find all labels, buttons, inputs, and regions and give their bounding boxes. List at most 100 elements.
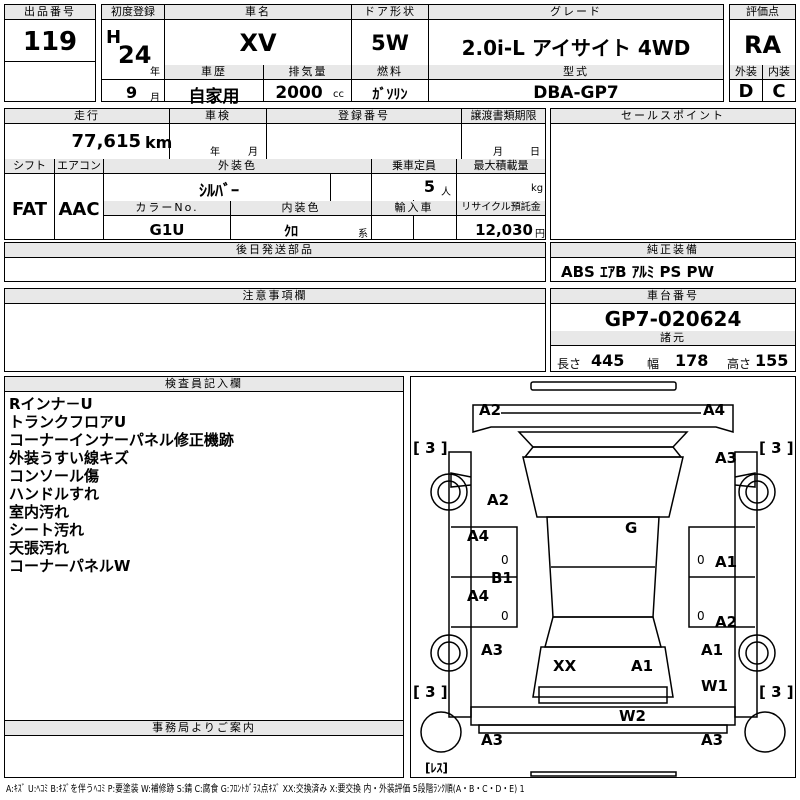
- mark-rear-glass: W1: [701, 677, 728, 695]
- rear-bumper: [470, 706, 736, 726]
- transfer-day-unit: 日: [530, 147, 540, 158]
- mark-bumper: W2: [619, 707, 646, 725]
- chassis-label: 車台番号: [551, 289, 795, 304]
- mark-fender-r: A3: [715, 449, 738, 467]
- first-reg-label: 初度登録: [102, 5, 164, 20]
- dimensions-label: 諸元: [551, 331, 795, 346]
- later-parts-box: 後日発送部品: [4, 242, 546, 282]
- hood: [522, 456, 684, 518]
- note-line: トランクフロアU: [9, 413, 127, 431]
- wheel-rl: [430, 634, 468, 672]
- month-unit: 月: [150, 93, 160, 104]
- lesu-mark: [ﾚｽ]: [425, 761, 448, 775]
- mark-tire-fr: [ 3 ]: [759, 439, 794, 457]
- ext-grade-label: 外装: [730, 65, 762, 80]
- inspection-label: 車検: [170, 109, 266, 124]
- left-side: [448, 451, 472, 718]
- capacity-value: 5: [423, 177, 435, 196]
- rear-plate-area: [538, 686, 668, 704]
- lot-box: 出品番号 119: [4, 4, 96, 102]
- note-line: 外装うすい線キズ: [9, 449, 130, 467]
- year-unit: 年: [150, 67, 160, 78]
- roof-rail-front: [530, 381, 677, 391]
- door-rr-mark: 0: [697, 609, 705, 623]
- max-load-label: 最大積載量: [457, 159, 545, 174]
- equipment-box: 純正装備 ABS ｴｱB ｱﾙﾐ PS PW: [550, 242, 796, 282]
- mark-tire-fl: [ 3 ]: [413, 439, 448, 457]
- aircon-value: AAC: [58, 199, 100, 220]
- mark-corner-r: A3: [701, 731, 724, 749]
- width-value: 178: [675, 351, 709, 370]
- hub-fr: [745, 480, 769, 504]
- fuel-value: ｶﾞｿﾘﾝ: [372, 87, 408, 103]
- mark-tire-rr: [ 3 ]: [759, 683, 794, 701]
- door-type: 5W: [371, 31, 409, 55]
- first-reg-box: 初度登録 H 24 年 9 月: [101, 4, 165, 104]
- grade-label: グレード: [429, 5, 723, 20]
- fuel-label: 燃料: [352, 65, 428, 80]
- transfer-month-unit: 月: [493, 147, 503, 158]
- note-line: 室内汚れ: [9, 503, 70, 521]
- hub-rl: [437, 641, 461, 665]
- trunk: [532, 646, 674, 698]
- chassis-box: 車台番号 GP7-020624 諸元 長さ 445 幅 178 高さ 155: [550, 288, 796, 372]
- aircon-label: エアコン: [55, 159, 103, 174]
- mark-qtr-r: A1: [701, 641, 724, 659]
- kg-unit: kg: [531, 183, 544, 194]
- shift-label: シフト: [5, 159, 54, 174]
- history-label: 車歴: [165, 65, 263, 80]
- spare-wheel: [420, 711, 462, 753]
- score-label: 評価点: [730, 5, 795, 20]
- mileage-value: 77,615: [71, 131, 141, 152]
- mileage-box: 走行 車検 登録番号 譲渡書類期限 77,615 km 年 月 月 日 シフト …: [4, 108, 546, 240]
- legend-text: A:ｷｽﾞ U:ﾍｺﾐ B:ｷｽﾞを伴うﾍｺﾐ P:要塗装 W:補修跡 S:錆 …: [6, 784, 525, 795]
- mark-pillar: B1: [491, 569, 513, 587]
- hood-edge: [517, 431, 689, 448]
- sales-point-box: セールスポイント: [550, 108, 796, 240]
- equipment-value: ABS ｴｱB ｱﾙﾐ PS PW: [561, 263, 715, 281]
- door-rl-mark: 0: [501, 609, 509, 623]
- note-line: コーナーインナーパネル修正機跡: [9, 431, 234, 449]
- reg-month: 9: [126, 83, 138, 102]
- roof-rail-rear: [530, 771, 677, 777]
- mark-trunk-r: A1: [631, 657, 654, 675]
- office-label: 事務局よりご案内: [5, 721, 403, 736]
- windshield-top: [523, 446, 683, 458]
- mirror-right: [734, 472, 756, 488]
- capacity-unit: 人: [441, 187, 451, 198]
- rear-bumper-lower: [478, 724, 728, 734]
- mark-door-rr: A2: [715, 613, 738, 631]
- mileage-label: 走行: [5, 109, 169, 124]
- office-box: 事務局よりご案内: [4, 720, 404, 778]
- height-value: 155: [755, 351, 789, 370]
- lot-label: 出品番号: [5, 5, 95, 20]
- mark-roof: G: [625, 519, 638, 537]
- mark-door-fl: A4: [467, 527, 490, 545]
- int-color-label: 内装色: [231, 201, 371, 216]
- front-bumper: [472, 404, 734, 434]
- transfer-label: 譲渡書類期限: [462, 109, 545, 124]
- wheel-fr: [738, 473, 776, 511]
- car-diagram: [420, 381, 786, 777]
- spare-wheel-r: [744, 711, 786, 753]
- capacity-label: 乗車定員: [372, 159, 456, 174]
- color-no-value: G1U: [149, 221, 185, 239]
- height-label: 高さ: [727, 357, 752, 371]
- sales-point-label: セールスポイント: [551, 109, 795, 124]
- mark-front-left: A2: [479, 401, 502, 419]
- note-line: Rインナ－U: [9, 395, 93, 413]
- door-fl-mark: 0: [501, 553, 509, 567]
- recycle-value: 12,030: [475, 221, 533, 239]
- reg-year: 24: [118, 41, 152, 69]
- cc-unit: cc: [333, 89, 344, 100]
- era: H: [106, 27, 122, 48]
- note-line: ハンドルすれ: [9, 485, 100, 503]
- mark-tire-rl: [ 3 ]: [413, 683, 448, 701]
- mark-door-fr: A1: [715, 553, 738, 571]
- yen-unit: 円: [535, 229, 545, 240]
- note-line: コーナーパネルW: [9, 557, 131, 575]
- int-color-value: ｸﾛ: [284, 224, 298, 240]
- rear-glass: [544, 616, 662, 648]
- lot-number: 119: [22, 27, 78, 57]
- history-value: 自家用: [188, 87, 240, 107]
